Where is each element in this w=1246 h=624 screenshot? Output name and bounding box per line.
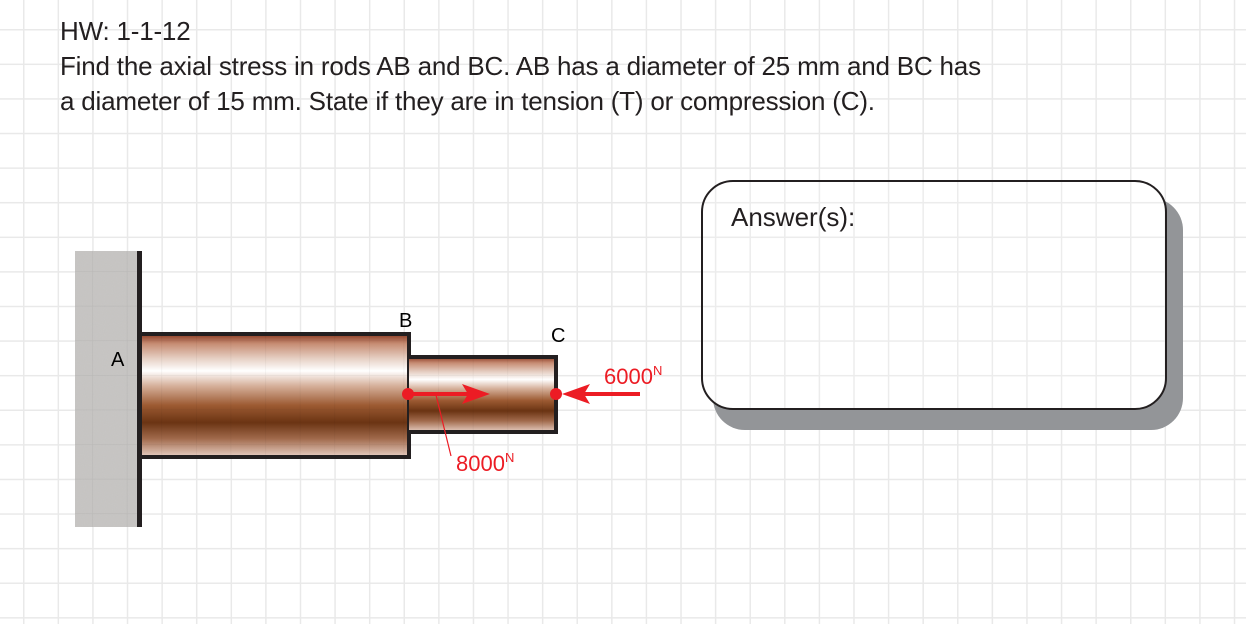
force-value-b: 8000 — [456, 451, 505, 476]
problem-line-2: a diameter of 15 mm. State if they are i… — [60, 86, 875, 116]
problem-line-1: Find the axial stress in rods AB and BC.… — [60, 51, 981, 81]
force-label-b: 8000N — [456, 450, 514, 477]
point-label-a: A — [111, 349, 125, 371]
answer-label: Answer(s): — [731, 202, 856, 232]
force-value-c: 6000 — [604, 364, 653, 389]
point-label-b: B — [399, 310, 413, 332]
force-arrow-b — [402, 384, 490, 457]
problem-id: HW: 1-1-12 — [60, 16, 191, 46]
force-arrow-c — [550, 384, 640, 404]
fixed-wall — [75, 251, 142, 527]
force-unit-b: N — [504, 450, 515, 465]
force-label-c: 6000N — [604, 363, 662, 390]
rod-ab — [140, 332, 411, 459]
problem-statement: HW: 1-1-12 Find the axial stress in rods… — [60, 14, 981, 119]
answer-box[interactable]: Answer(s): — [701, 180, 1167, 410]
force-unit-c: N — [652, 363, 663, 378]
point-label-c: C — [551, 325, 566, 347]
